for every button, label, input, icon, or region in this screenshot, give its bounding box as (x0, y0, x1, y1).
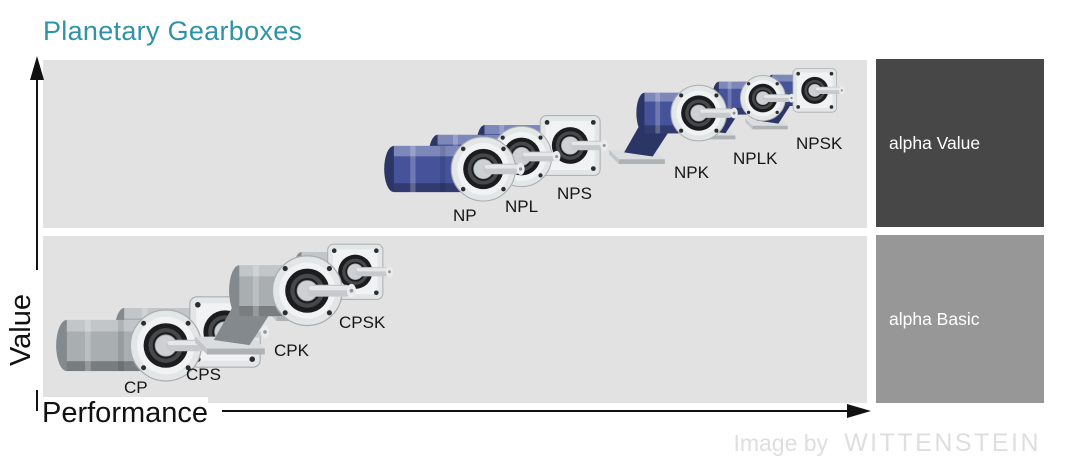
cps-label: CPS (186, 365, 221, 384)
alpha-basic-label: alpha Basic (889, 308, 980, 329)
image-credit-prefix: Image by (733, 430, 829, 456)
nplk-label: NPLK (733, 149, 778, 168)
npl-label: NPL (505, 197, 539, 216)
cpsk-label: CPSK (339, 313, 386, 332)
page-title: Planetary Gearboxes (43, 16, 303, 46)
wittenstein-logo-text: WITTENSTEIN (844, 429, 1041, 457)
cp-label: CP (124, 378, 148, 397)
performance-axis-arrowhead (847, 404, 871, 418)
image-credit: Image by WITTENSTEIN (733, 429, 1041, 458)
np-label: NP (453, 206, 477, 225)
npk-label: NPK (674, 163, 709, 182)
npsk-label: NPSK (796, 134, 843, 153)
nps-label: NPS (557, 184, 592, 203)
alpha-value-label: alpha Value (889, 132, 981, 153)
cpk-label: CPK (274, 341, 309, 360)
alpha-basic-box: alpha Basic (876, 235, 1044, 403)
value-axis-label: Value (4, 270, 38, 390)
performance-axis-label: Performance (42, 397, 209, 430)
cpk-gearbox-image (194, 255, 357, 356)
npk-gearbox-image (608, 84, 739, 165)
value-axis-arrowhead (30, 56, 44, 80)
alpha-value-box: alpha Value (876, 59, 1044, 227)
